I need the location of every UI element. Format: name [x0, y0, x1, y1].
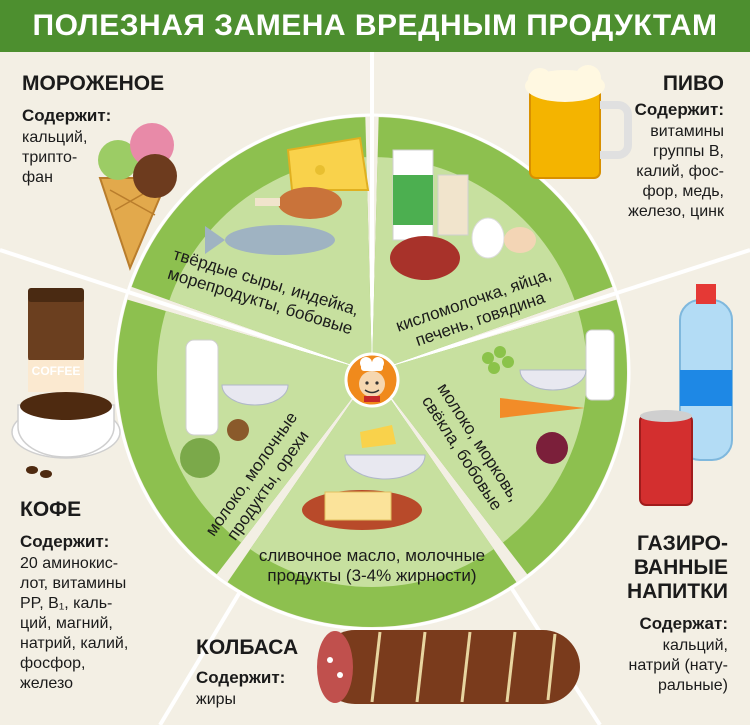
coffee-content-line: железо	[20, 675, 74, 692]
sausage-contains-label: Содержит:	[196, 668, 286, 687]
cheese-icon	[286, 136, 370, 191]
coffee-content-line: натрий, калий,	[20, 635, 129, 652]
beer-content-line: группы B,	[653, 143, 724, 160]
coffee-content-line: 20 аминокис-	[20, 555, 119, 572]
coffee-content-line: фосфор,	[20, 655, 86, 672]
milk-carton-icon	[392, 149, 469, 241]
coffee-content-line: PP, B₁, каль-	[20, 595, 113, 612]
egg-icon	[471, 217, 536, 259]
beet-icon	[536, 432, 568, 464]
sausage-contents: жиры	[196, 690, 236, 710]
beer-mug-icon	[525, 65, 632, 179]
beer-content-line: фор, медь,	[642, 183, 724, 200]
ice-cream-content-line: кальций,	[22, 129, 88, 146]
beer-content-line: витамины	[650, 123, 724, 140]
grapes-icon	[482, 346, 514, 374]
coffee-content-line: ций, магний,	[20, 615, 113, 632]
segment-label-sausage-substitute: сливочное масло, молочные продукты (3-4%…	[252, 546, 492, 586]
beer-contains-label: Содержит:	[634, 100, 724, 119]
coffee-contains-label: Содержит:	[20, 532, 110, 551]
beer-contents: витамины группы B, калий, фос- фор, медь…	[628, 122, 724, 222]
ice-cream-icon	[98, 123, 177, 271]
hazelnut-icon	[180, 419, 249, 478]
segment-label-line: сливочное масло, молочные	[258, 546, 486, 565]
beer-content-line: калий, фос-	[636, 163, 724, 180]
ice-cream-title: МОРОЖЕНОЕ	[22, 72, 165, 95]
soda-content-line: ральные)	[657, 677, 728, 694]
sausage-content-line: жиры	[196, 691, 237, 708]
beer-title: ПИВО	[662, 72, 724, 95]
sausage-icon	[317, 630, 580, 704]
meat-icon	[390, 236, 460, 280]
coffee-cup-icon	[11, 288, 121, 478]
soda-contains-label: Содержат:	[639, 614, 728, 633]
coffee-contents: 20 аминокис- лот, витамины PP, B₁, каль-…	[20, 554, 128, 694]
soda-contents: кальций, натрий (нату- ральные)	[629, 636, 728, 696]
ice-cream-content-line: трипто-	[22, 149, 78, 166]
soda-title-line: ГАЗИРО-	[636, 532, 728, 555]
segment-sausage-inner	[250, 372, 494, 587]
chef-icon	[344, 352, 400, 408]
wheel-outline	[113, 113, 631, 631]
soda-bottle-icon	[639, 284, 733, 506]
butter-icon	[302, 425, 422, 530]
coffee-content-line: лот, витамины	[20, 575, 127, 592]
segment-soda-inner	[372, 310, 588, 543]
beer-content-line: железо, цинк	[628, 203, 724, 220]
ice-cream-contents: кальций, трипто- фан	[22, 128, 87, 188]
page-title: ПОЛЕЗНАЯ ЗАМЕНА ВРЕДНЫМ ПРОДУКТАМ	[32, 9, 718, 42]
ice-cream-content-line: фан	[22, 169, 53, 186]
fish-icon	[205, 225, 335, 255]
segment-label-line: продукты (3-4% жирности)	[267, 566, 477, 585]
milk-bottle-icon	[185, 329, 615, 436]
turkey-leg-icon	[255, 187, 342, 219]
sausage-title: КОЛБАСА	[196, 636, 299, 659]
coffee-title: КОФЕ	[20, 498, 82, 521]
soda-content-line: кальций,	[662, 637, 728, 654]
soda-title-line: НАПИТКИ	[627, 580, 728, 603]
soda-title: ГАЗИРО- ВАННЫЕ НАПИТКИ	[627, 532, 728, 604]
coffee-jar-label: COFFEE	[31, 364, 81, 378]
soda-content-line: натрий (нату-	[628, 657, 728, 674]
carrot-icon	[500, 398, 585, 418]
bowl-icon	[221, 369, 587, 480]
title-bar: ПОЛЕЗНАЯ ЗАМЕНА ВРЕДНЫМ ПРОДУКТАМ	[0, 0, 750, 52]
soda-title-line: ВАННЫЕ	[633, 556, 728, 579]
ice-cream-contains-label: Содержит:	[22, 106, 112, 125]
